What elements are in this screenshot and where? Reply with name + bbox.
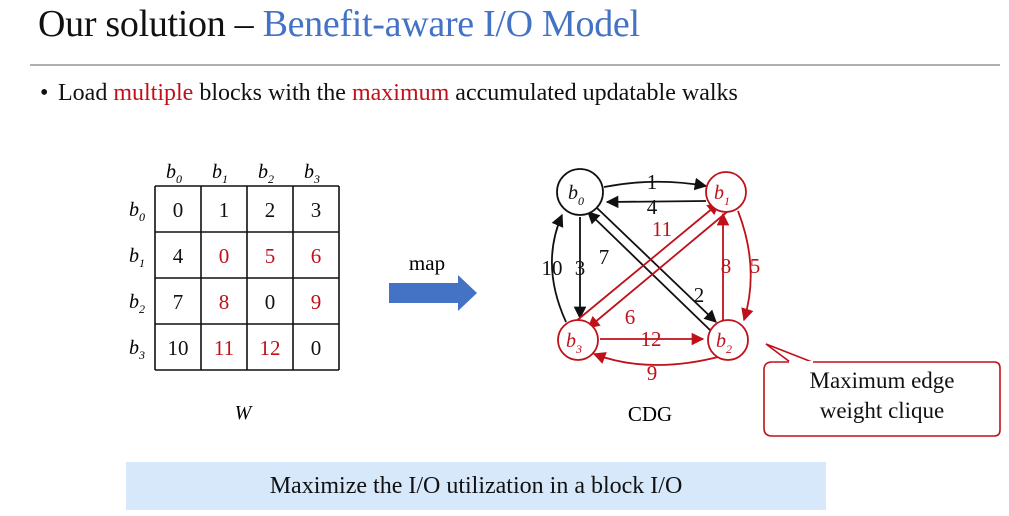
slide-title: Our solution – Benefit-aware I/O Model — [38, 2, 640, 46]
node-b1-label: b1 — [714, 182, 730, 208]
matrix-cell: 3 — [311, 198, 322, 222]
callout-line-2: weight clique — [819, 398, 945, 423]
edge-b0-b1 — [603, 177, 708, 191]
graph-nodes: b0 b1 b2 b3 — [556, 168, 749, 361]
edge-label-b2-b3: 9 — [647, 361, 658, 385]
matrix-cell: 5 — [265, 244, 276, 268]
title-accent: Benefit-aware I/O Model — [262, 3, 640, 45]
node-b1 — [705, 171, 747, 213]
edge-label-b1-b2: 5 — [750, 254, 761, 278]
matrix-row-header: b3 — [129, 337, 145, 362]
edge-b0-b2 — [596, 207, 717, 323]
matrix-cell: 9 — [311, 290, 322, 314]
edge-b1-b0 — [605, 195, 707, 209]
bullet-highlight-maximum: maximum — [351, 80, 450, 106]
node-b2 — [707, 319, 749, 361]
node-b2-label: b2 — [716, 330, 732, 356]
node-b0 — [556, 168, 604, 216]
edge-b2-b3 — [592, 352, 723, 366]
matrix-cell: 8 — [219, 290, 230, 314]
edge-b3-b0 — [551, 213, 567, 323]
edge-label-b2-b0: 7 — [599, 245, 610, 269]
matrix-cell: 0 — [265, 290, 276, 314]
bullet-text-2: blocks with the — [193, 80, 352, 106]
edge-label-b1-b0: 4 — [647, 195, 658, 219]
callout-bubble — [763, 361, 1001, 437]
matrix-cell: 0 — [311, 336, 322, 360]
matrix-cell: 0 — [219, 244, 230, 268]
matrix-cell: 4 — [173, 244, 184, 268]
summary-banner: Maximize the I/O utilization in a block … — [126, 462, 826, 510]
edge-label-b3-b1: 11 — [652, 217, 672, 241]
callout-text: Maximum edge weight clique — [764, 366, 1000, 426]
edge-b3-b1 — [574, 202, 720, 323]
node-b0-label: b0 — [568, 182, 584, 208]
edge-b1-b3 — [587, 211, 728, 329]
edge-label-b2-b1: 8 — [721, 254, 732, 278]
bullet-dot-icon: • — [40, 80, 49, 106]
graph-edges — [551, 177, 754, 366]
node-b3 — [557, 319, 599, 361]
matrix-cell: 2 — [265, 198, 276, 222]
matrix-label: W — [235, 402, 254, 424]
matrix-cell: 6 — [311, 244, 322, 268]
title-divider — [30, 64, 1000, 66]
bullet-text-3: accumulated updatable walks — [449, 80, 738, 106]
matrix-cell: 11 — [214, 336, 234, 360]
edge-label-b3-b2: 12 — [641, 327, 662, 351]
matrix-row-header: b0 — [129, 199, 145, 224]
callout-pointer — [765, 343, 813, 363]
title-prefix: Our solution – — [38, 3, 263, 45]
matrix-row-header: b2 — [129, 291, 145, 316]
edge-labels: 1 4 11 10 3 7 2 8 5 6 12 9 — [542, 170, 761, 385]
map-arrow-icon — [389, 275, 477, 311]
edge-label-b1-b3: 6 — [625, 305, 636, 329]
bullet-point: • Load multiple blocks with the maximum a… — [40, 80, 738, 107]
edge-b2-b0 — [587, 211, 712, 332]
callout-line-1: Maximum edge — [809, 368, 955, 393]
matrix-cell: 12 — [260, 336, 281, 360]
matrix-col-header: b0 — [166, 161, 182, 186]
edge-label-b0-b2: 2 — [694, 283, 705, 307]
matrix-row-header: b1 — [129, 245, 145, 270]
graph-label: CDG — [628, 402, 672, 426]
bullet-text-1: Load — [58, 80, 114, 106]
edge-label-b0-b3: 3 — [575, 256, 586, 280]
edge-label-b3-b0: 10 — [542, 256, 563, 280]
bullet-highlight-multiple: multiple — [113, 80, 194, 106]
matrix-cell: 7 — [173, 290, 184, 314]
matrix-cell: 1 — [219, 198, 230, 222]
map-label: map — [409, 251, 445, 275]
matrix-col-header: b2 — [258, 161, 274, 186]
edge-label-b0-b1: 1 — [647, 170, 658, 194]
matrix-cell: 10 — [168, 336, 189, 360]
matrix-col-header: b3 — [304, 161, 320, 186]
edge-b1-b2 — [737, 210, 754, 322]
node-b3-label: b3 — [566, 330, 582, 356]
matrix-col-header: b1 — [212, 161, 228, 186]
matrix-cell: 0 — [173, 198, 184, 222]
